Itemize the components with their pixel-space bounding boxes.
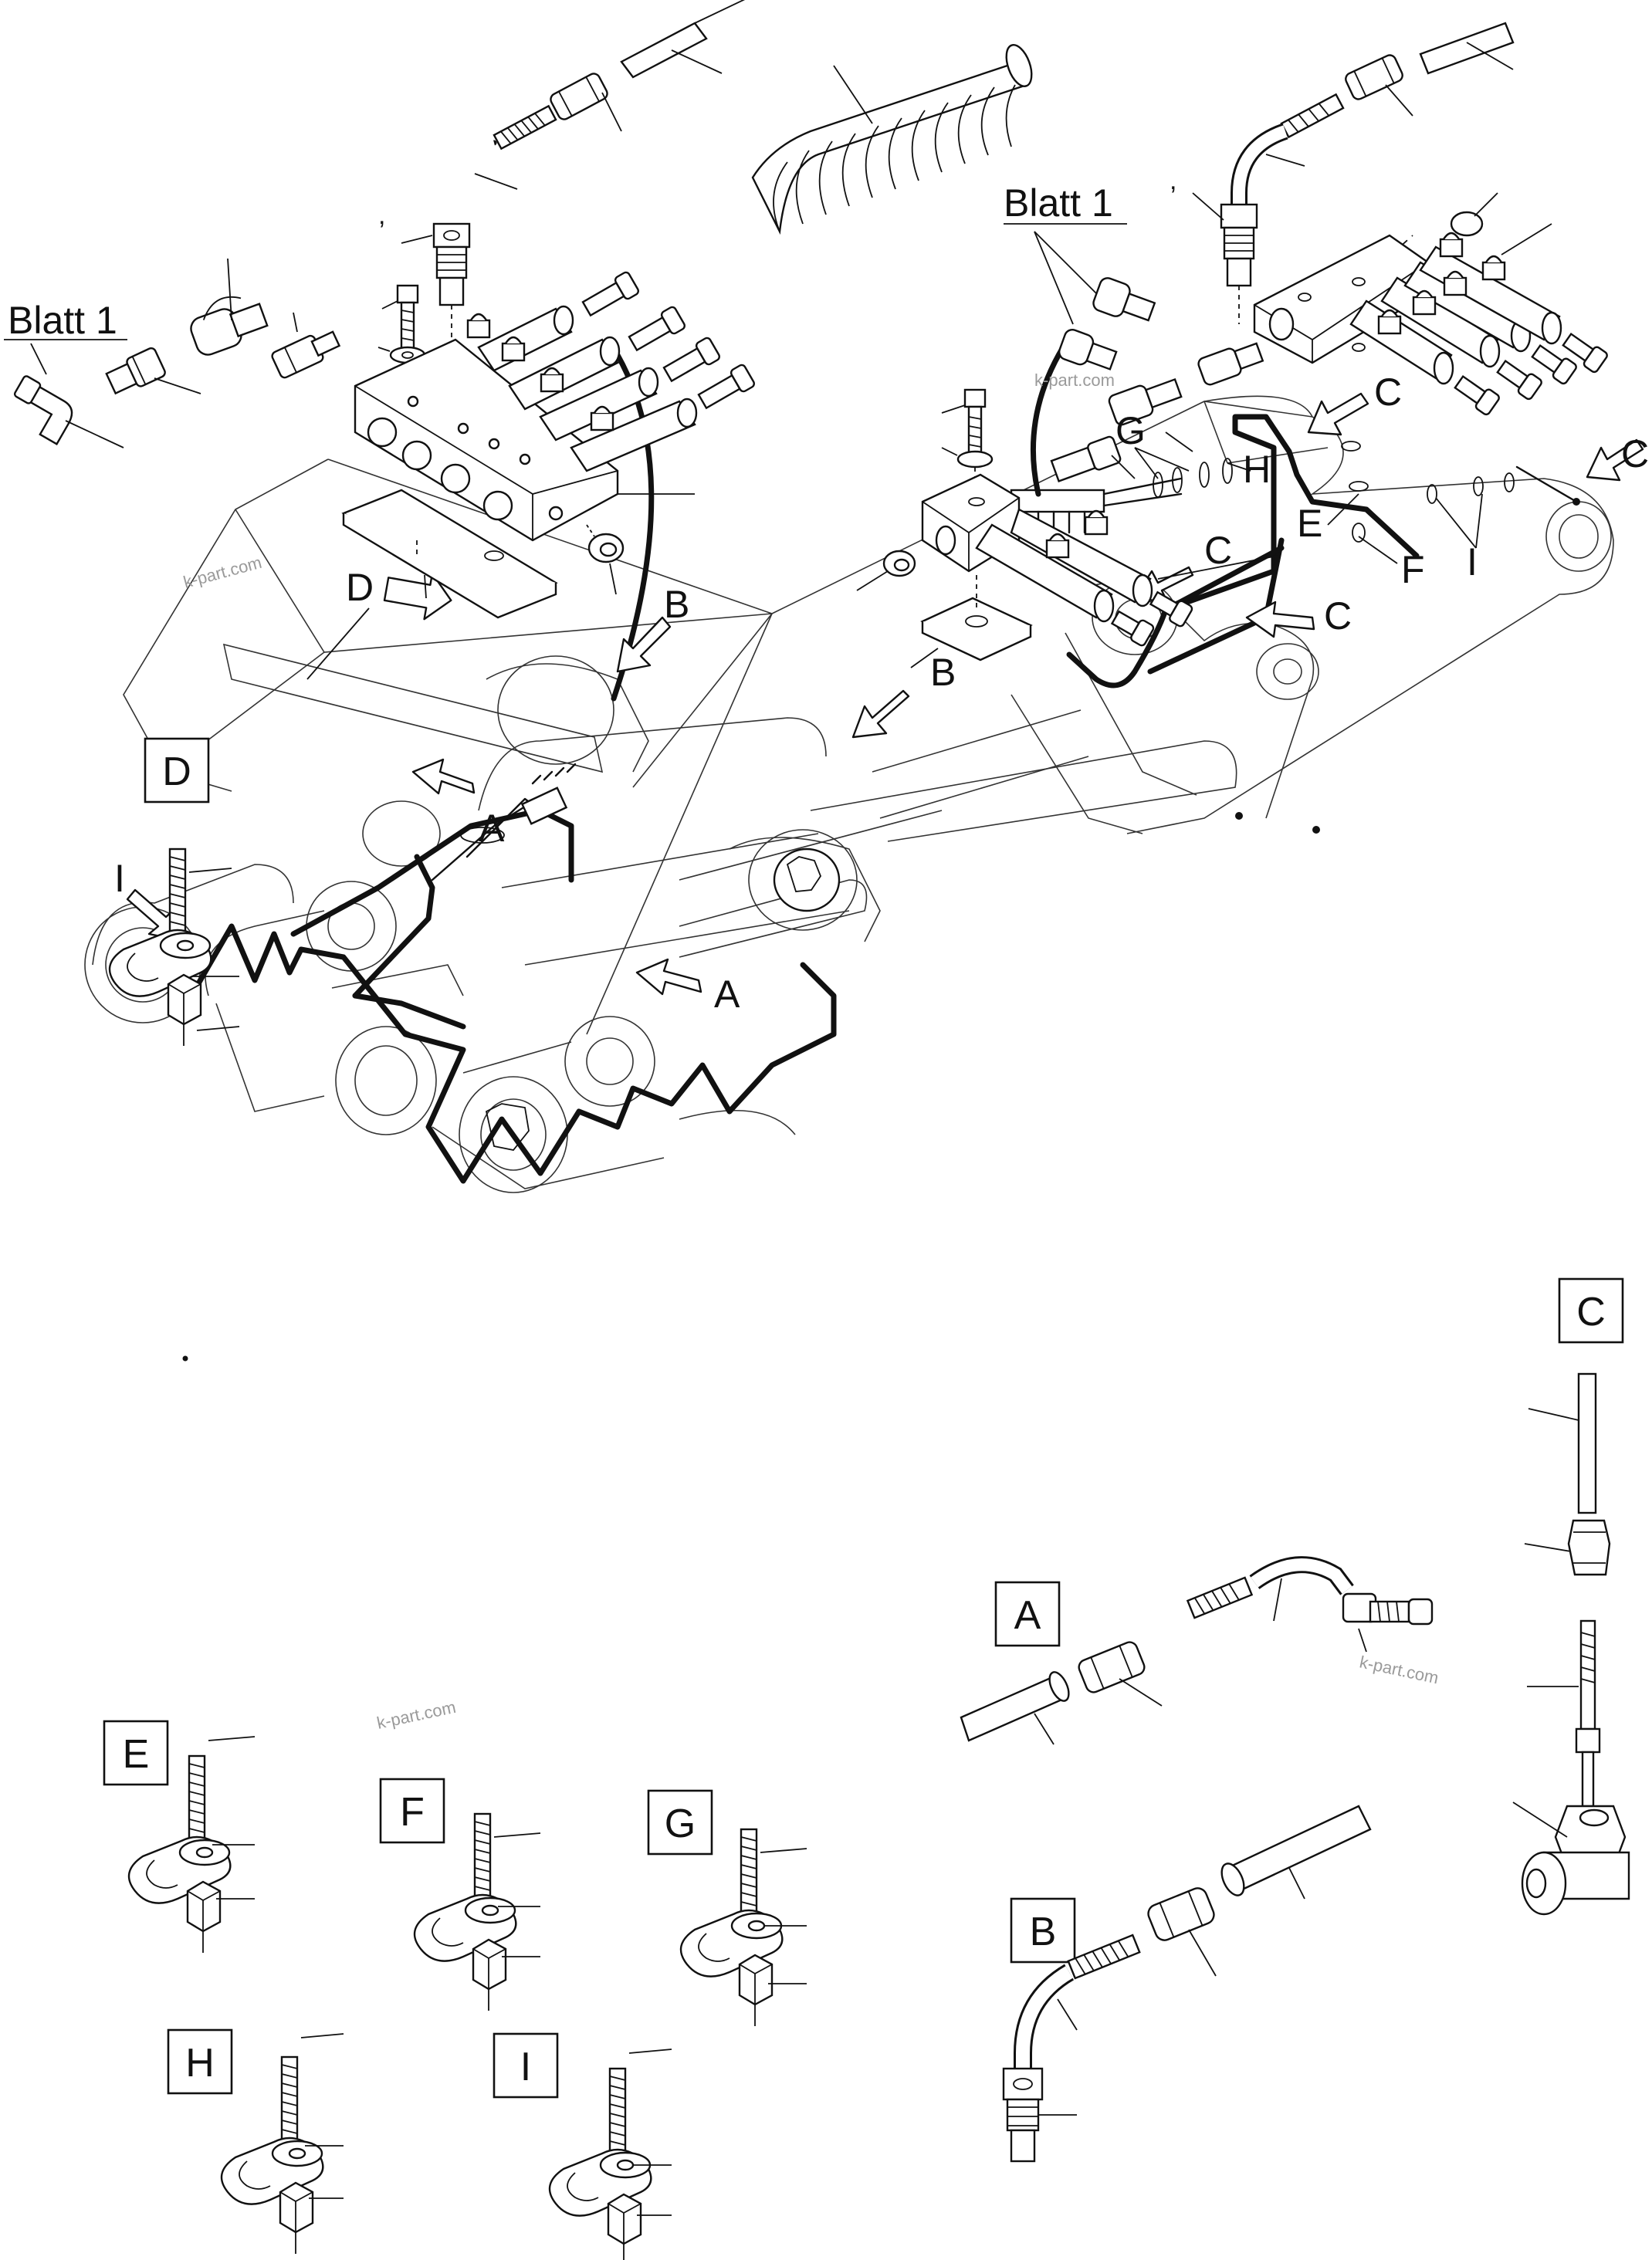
watermark-1: k-part.com (181, 553, 264, 592)
pointer-arrows (126, 392, 1644, 996)
callout-B-lower: B (930, 651, 956, 694)
callout-C-4: C (1324, 594, 1352, 638)
callout-F: F (1401, 548, 1425, 591)
callout-I-right: I (1467, 540, 1478, 584)
corrugated-hose (751, 44, 1033, 235)
detail-box-I: I (493, 2032, 672, 2260)
detail-box-F: F (379, 1778, 541, 2012)
detail-box-B: B (1002, 1805, 1372, 2163)
detail-box-G: G (647, 1789, 807, 2028)
detail-box-A: A (960, 1556, 1434, 1745)
callout-C-2: C (1621, 432, 1649, 475)
detail-box-label-E: E (123, 1732, 150, 1777)
watermark-3: k-part.com (1358, 1652, 1440, 1687)
comma-label-left: , (378, 201, 385, 230)
boom-manifold-right (1010, 441, 1580, 834)
detail-box-label-G: G (665, 1802, 696, 1846)
detail-box-label-C: C (1576, 1290, 1606, 1335)
comma-label-right: , (1170, 166, 1176, 195)
manifold-detail-left: , (4, 0, 755, 619)
detail-box-label-A: A (1014, 1593, 1041, 1638)
callout-leaders (306, 447, 1483, 680)
callout-G: G (1115, 409, 1146, 452)
callout-A-lower: A (714, 973, 740, 1016)
callout-D: D (346, 566, 374, 609)
detail-box-C: C (1512, 1277, 1630, 1916)
detail-box-H: H (167, 2028, 344, 2255)
manifold-detail-right: , Blatt 1 (856, 22, 1608, 668)
callout-B-upper: B (664, 583, 689, 626)
watermark-4: k-part.com (375, 1697, 458, 1733)
detail-box-label-H: H (185, 2041, 215, 2086)
boom-structure (84, 395, 1614, 1193)
blatt-label-right: Blatt 1 (1004, 181, 1113, 225)
callout-C-1: C (1374, 370, 1402, 414)
blatt-label-left: Blatt 1 (8, 299, 117, 342)
callout-A-upper: A (479, 807, 505, 850)
detail-box-E: E (103, 1720, 256, 1954)
detail-box-label-F: F (400, 1790, 425, 1835)
watermark-2: k-part.com (1034, 370, 1115, 390)
detail-box-D: D (108, 737, 240, 1047)
callout-E: E (1297, 502, 1322, 545)
boom-manifold-left (431, 763, 577, 881)
callout-letters: D B B I A A C C C C G H E F I (114, 370, 1649, 1016)
detail-box-label-I: I (520, 2045, 531, 2089)
detail-box-label-D: D (162, 749, 191, 794)
detail-box-label-B: B (1030, 1910, 1057, 1954)
callout-C-3: C (1204, 529, 1232, 572)
callout-I-left: I (114, 857, 125, 900)
